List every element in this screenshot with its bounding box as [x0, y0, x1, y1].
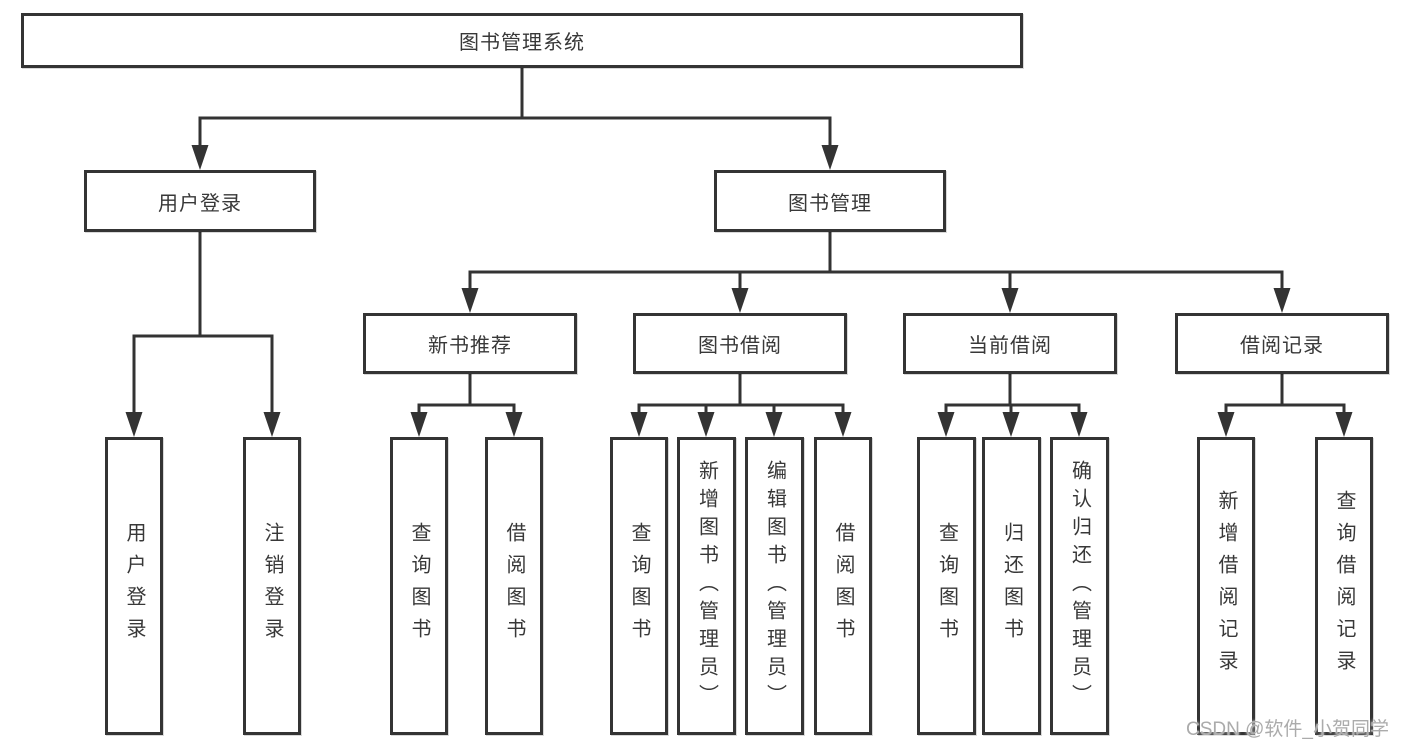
node-label: 借阅图书 — [832, 522, 854, 650]
leaf-query-books-recommend: 查询图书 — [390, 437, 448, 735]
node-label: 查询图书 — [935, 522, 958, 650]
leaf-borrow-books: 借阅图书 — [814, 437, 872, 735]
node-label: 借阅图书 — [503, 522, 525, 650]
leaf-query-borrow-record: 查询借阅记录 — [1315, 437, 1373, 735]
leaf-add-borrow-record: 新增借阅记录 — [1197, 437, 1255, 735]
node-label: 图书管理系统 — [459, 32, 585, 54]
node-label: 查询借阅记录 — [1333, 490, 1355, 682]
node-label: 借阅记录 — [1240, 335, 1324, 357]
leaf-add-books-admin: 新增图书（管理员） — [677, 437, 736, 735]
node-label: 用户登录 — [158, 192, 242, 215]
leaf-query-books-current: 查询图书 — [917, 437, 976, 735]
leaf-confirm-return-admin: 确认归还（管理员） — [1050, 437, 1109, 735]
node-book-management: 图书管理 — [714, 170, 946, 232]
node-library-management-system: 图书管理系统 — [21, 13, 1023, 68]
node-user-login: 用户登录 — [84, 170, 316, 232]
csdn-watermark: CSDN @软件_小贺同学 — [1186, 719, 1389, 740]
node-borrowing-records: 借阅记录 — [1175, 313, 1389, 374]
leaf-edit-books-admin: 编辑图书（管理员） — [745, 437, 804, 735]
leaf-borrow-books-recommend: 借阅图书 — [485, 437, 543, 735]
leaf-query-books-borrow: 查询图书 — [610, 437, 668, 735]
node-label: 图书借阅 — [698, 335, 782, 357]
node-current-borrowing: 当前借阅 — [903, 313, 1117, 374]
node-label: 图书管理 — [788, 192, 872, 215]
node-label: 确认归还（管理员） — [1068, 460, 1091, 712]
node-book-borrowing: 图书借阅 — [633, 313, 847, 374]
node-label: 当前借阅 — [968, 335, 1052, 357]
node-new-book-recommendation: 新书推荐 — [363, 313, 577, 374]
node-label: 编辑图书（管理员） — [763, 460, 786, 712]
arrowheads — [125, 145, 1353, 437]
node-label: 查询图书 — [628, 522, 650, 650]
node-label: 新增借阅记录 — [1215, 490, 1237, 682]
node-label: 用户登录 — [123, 522, 145, 650]
node-label: 查询图书 — [408, 522, 430, 650]
node-label: 注销登录 — [261, 522, 283, 650]
leaf-return-books: 归还图书 — [982, 437, 1041, 735]
node-label: 新增图书（管理员） — [695, 460, 718, 712]
tree-edges — [132, 66, 1346, 415]
node-label: 归还图书 — [1000, 522, 1023, 650]
leaf-user-login: 用户登录 — [105, 437, 163, 735]
node-label: 新书推荐 — [428, 335, 512, 357]
leaf-logout: 注销登录 — [243, 437, 301, 735]
